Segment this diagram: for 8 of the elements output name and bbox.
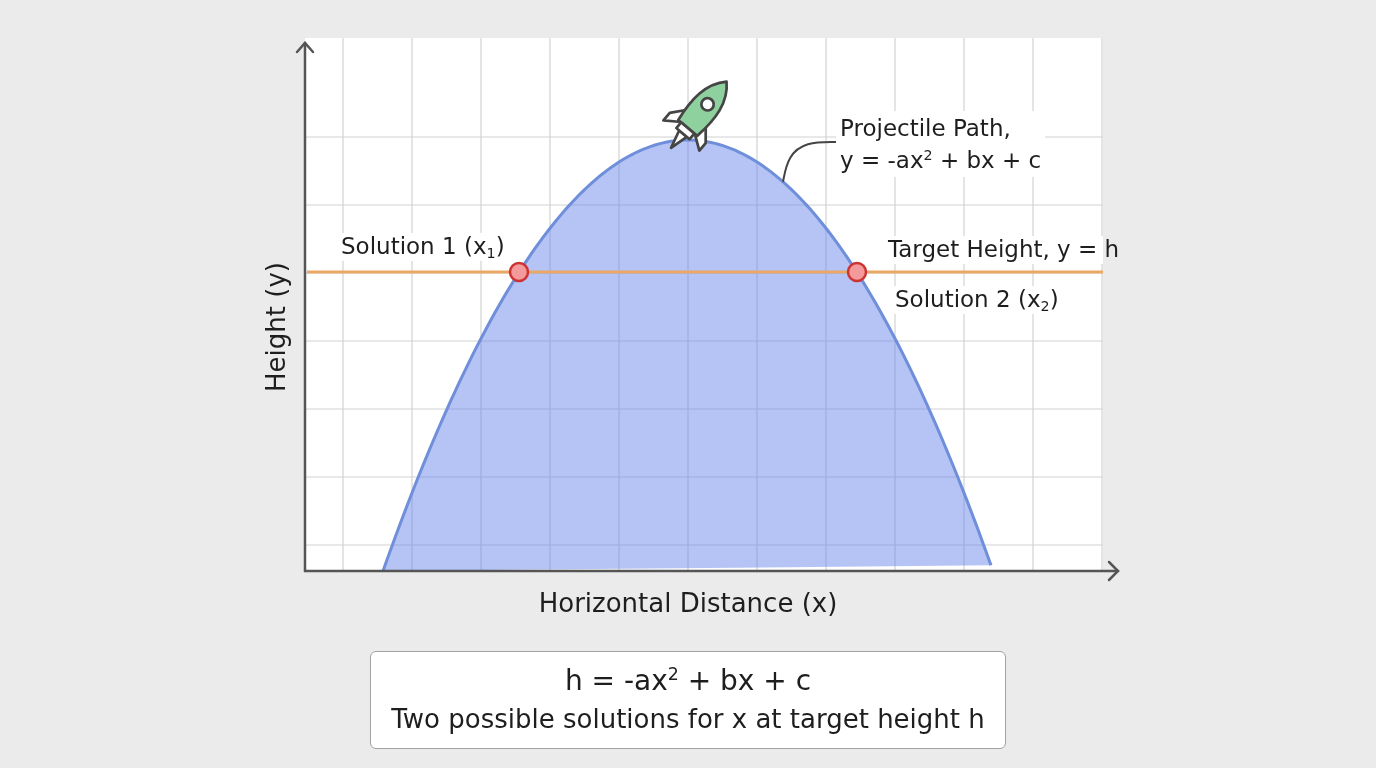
equation-text: y = -ax$^{2}$ + bx + c [840, 146, 1042, 175]
formula-box [370, 651, 1006, 749]
formula-text: h = -ax$^{2}$ + bx + c [564, 663, 812, 699]
description-text: Two possible solutions for x at target height h [391, 703, 985, 736]
callout-title: Projectile Path, [840, 114, 1012, 143]
x-axis-title: Horizontal Distance (x) [538, 588, 838, 620]
y-axis-title: Height (y) [261, 262, 293, 392]
leader-line [782, 141, 837, 183]
